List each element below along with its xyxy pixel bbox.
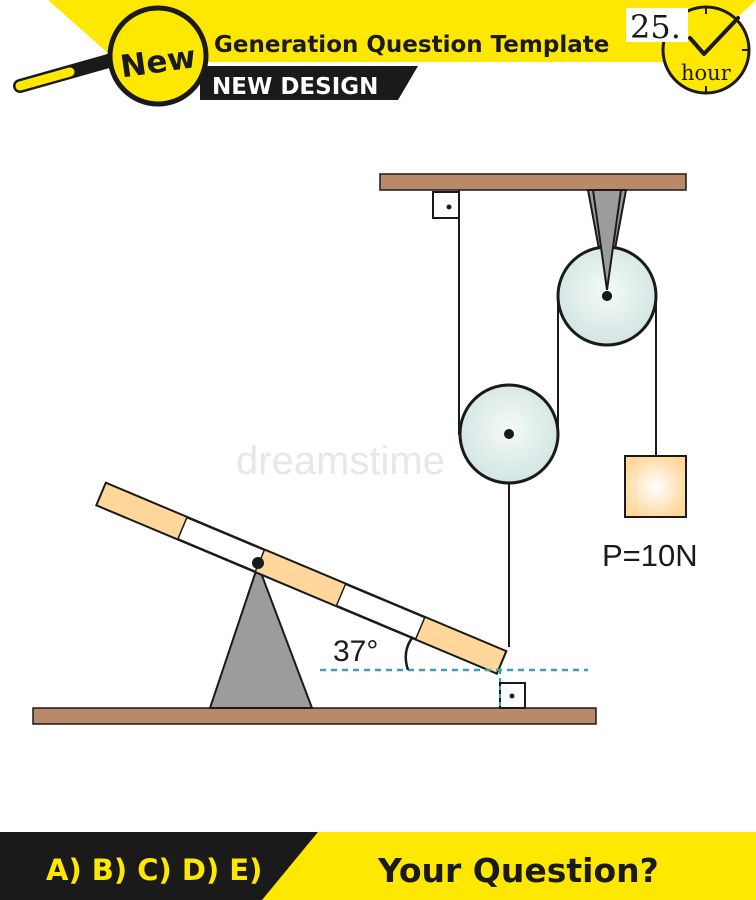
subtitle-bar — [200, 66, 418, 100]
physics-diagram: P=10N 37° dreamstime — [32, 173, 698, 725]
header-subtitle: NEW DESIGN — [212, 74, 378, 100]
angle-arc — [404, 637, 414, 671]
answer-options: A) B) C) D) E) — [46, 853, 262, 887]
watermark: dreamstime — [236, 439, 445, 483]
plank-segment — [414, 616, 508, 675]
weight-box — [624, 455, 687, 518]
angle-label: 37° — [333, 635, 378, 668]
pivot-point — [252, 557, 264, 569]
timer-number-bg — [626, 8, 688, 42]
question-prompt: Your Question? — [377, 851, 659, 890]
header: New Generation Question Template NEW DES… — [13, 0, 756, 107]
ground-beam — [32, 707, 597, 725]
magnifier-icon — [13, 5, 209, 107]
timer-unit: hour — [681, 61, 732, 85]
checkmark-icon — [688, 16, 740, 56]
header-title: Generation Question Template — [214, 32, 609, 58]
ceiling-beam — [379, 173, 687, 191]
inclined-plank — [94, 481, 508, 676]
timer-number: 25. — [630, 8, 681, 46]
ceiling-right-angle-marker — [432, 191, 460, 219]
footer-dark-bar — [0, 832, 330, 900]
footer-yellow-bar — [262, 832, 756, 900]
fulcrum — [208, 562, 314, 709]
plank-segment — [95, 482, 189, 541]
weight-label: P=10N — [602, 538, 698, 573]
footer: A) B) C) D) E) Your Question? — [0, 832, 756, 900]
